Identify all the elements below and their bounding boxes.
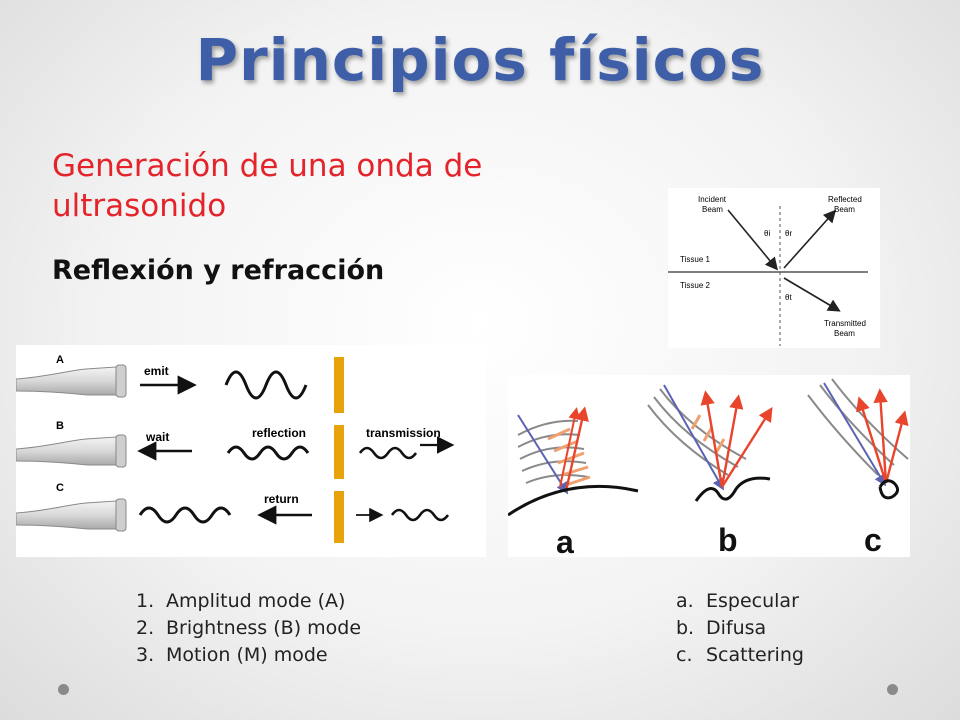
panel-label-b: b: [718, 522, 738, 557]
panel-label-c: c: [864, 522, 882, 557]
decorative-dot-left: [58, 684, 69, 695]
probe-icon-a: [16, 364, 127, 398]
row-label-b: B: [56, 420, 64, 432]
emitted-wave: [224, 370, 308, 400]
list-item-text: Especular: [706, 590, 799, 612]
tissue1-label: Tissue 1: [680, 255, 710, 264]
transmitted-wave: [358, 446, 418, 460]
reflector-bar-b: [334, 425, 344, 479]
incident-label-1: Incident: [698, 195, 727, 204]
tissue2-label: Tissue 2: [680, 281, 710, 290]
theta-t-label: θt: [785, 293, 792, 302]
list-item-number: 2.: [136, 617, 155, 639]
incident-beam-arrow: [727, 209, 779, 271]
row-label-a: A: [56, 354, 64, 366]
transmission-label: transmission: [366, 426, 441, 440]
list-item-text: Amplitud mode (A): [166, 590, 346, 612]
panel-label-a: a: [556, 524, 574, 557]
slide-subtitle: Generación de una onda de ultrasonido: [52, 148, 483, 224]
list-item-number: b.: [676, 617, 695, 639]
list-item-number: c.: [676, 644, 693, 666]
list-item: b. Difusa: [676, 615, 804, 642]
list-item: 1. Amplitud mode (A): [136, 588, 361, 615]
ultrasound-modes-list: 1. Amplitud mode (A) 2. Brightness (B) mod…: [136, 588, 361, 669]
list-item: 2. Brightness (B) mode: [136, 615, 361, 642]
theta-r-label: θr: [785, 229, 792, 238]
row-label-c: C: [56, 482, 64, 494]
reflector-bar-c: [334, 491, 344, 543]
list-item-text: Difusa: [706, 617, 767, 639]
list-item: c. Scattering: [676, 642, 804, 669]
returning-wave: [138, 506, 232, 524]
incident-label-2: Beam: [702, 205, 723, 214]
reflected-label-1: Reflected: [828, 195, 862, 204]
reflected-label-2: Beam: [834, 205, 855, 214]
list-item-text: Brightness (B) mode: [166, 617, 362, 639]
list-item-number: 3.: [136, 644, 155, 666]
reflection-types-list: a. Especular b. Difusa c. Scattering: [676, 588, 804, 669]
emit-label: emit: [144, 364, 169, 378]
list-item-number: a.: [676, 590, 694, 612]
list-item: 3. Motion (M) mode: [136, 642, 361, 669]
ultrasound-modes-diagram: A B C emit wait reflection transmission …: [16, 345, 486, 557]
list-item: a. Especular: [676, 588, 804, 615]
list-item-number: 1.: [136, 590, 155, 612]
probe-icon-c: [16, 498, 127, 532]
reflected-wave: [226, 445, 310, 461]
transmitted-label-1: Transmitted: [824, 319, 866, 328]
transmitted-label-2: Beam: [834, 329, 855, 338]
reflector-bar-a: [334, 357, 344, 413]
transmitted-beam-arrow: [783, 277, 841, 312]
return-label: return: [264, 492, 299, 506]
probe-icon-b: [16, 434, 127, 468]
wait-label: wait: [145, 430, 169, 444]
theta-i-label: θi: [764, 229, 770, 238]
decorative-dot-right: [887, 684, 898, 695]
slide-title: Principios físicos: [195, 26, 765, 94]
list-item-text: Scattering: [706, 644, 804, 666]
forward-wave: [390, 508, 450, 522]
reflection-label: reflection: [252, 426, 306, 440]
list-item-text: Motion (M) mode: [166, 644, 328, 666]
reflection-types-diagram: a b c: [508, 375, 910, 557]
scattering-illustration: [807, 378, 909, 500]
section-heading: Reflexión y refracción: [52, 255, 385, 286]
diffuse-reflection-illustration: [647, 384, 773, 502]
reflected-beam-arrow: [783, 209, 837, 269]
specular-reflection-illustration: [508, 406, 639, 517]
reflection-refraction-diagram: Incident Beam Reflected Beam Tissue 1 Ti…: [668, 188, 880, 348]
